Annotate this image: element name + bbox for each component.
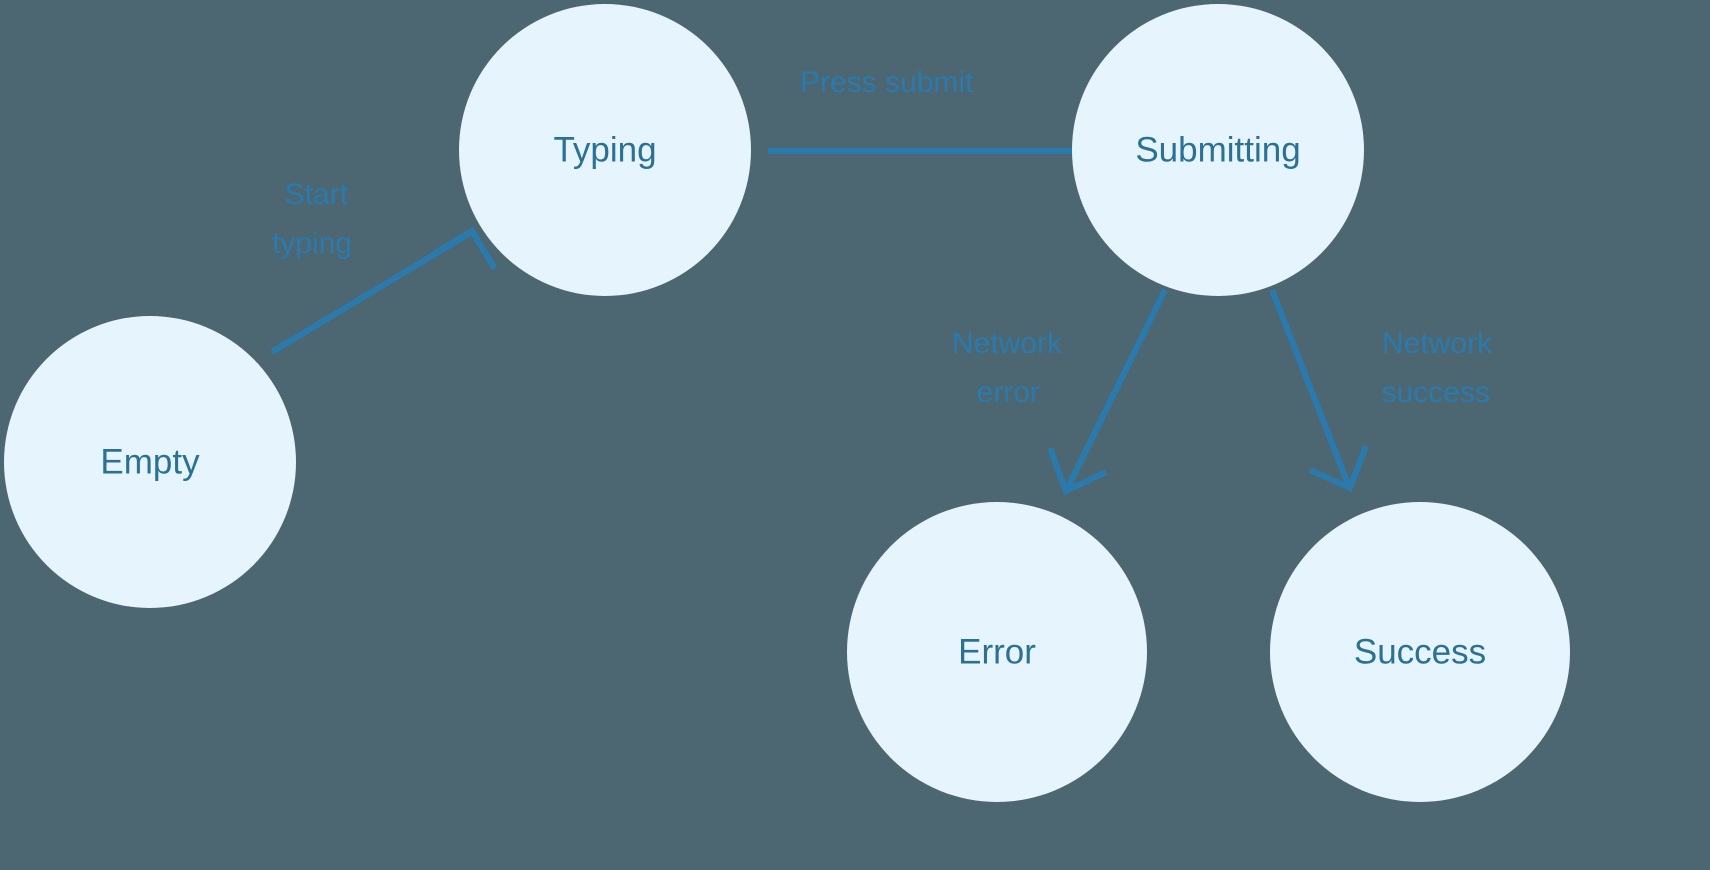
node-empty[interactable]: Empty [4, 316, 296, 608]
node-empty-label: Empty [100, 442, 200, 481]
edge-label-network-error-line-1: Network [952, 327, 1063, 360]
node-typing[interactable]: Typing [459, 4, 751, 296]
edge-submitting-to-success-line [1269, 288, 1351, 486]
edge-submitting-to-success [1269, 288, 1369, 493]
node-success-label: Success [1354, 632, 1486, 671]
node-error-circle[interactable] [847, 502, 1147, 802]
edge-label-network-error: Network error [952, 327, 1063, 409]
edge-label-network-success-line-2: success [1382, 376, 1490, 409]
node-typing-circle[interactable] [459, 4, 751, 296]
node-error-label: Error [958, 632, 1036, 671]
node-submitting-circle[interactable] [1072, 4, 1364, 296]
edge-label-network-success: Network success [1382, 327, 1493, 409]
edge-label-press-submit: Press submit [800, 66, 974, 99]
edge-label-start-typing-line-2: typing [272, 227, 352, 260]
node-success-circle[interactable] [1270, 502, 1570, 802]
edge-submitting-to-error-line [1065, 288, 1168, 489]
node-submitting-label: Submitting [1135, 130, 1300, 169]
edge-label-network-success-line-1: Network [1382, 327, 1493, 360]
node-success[interactable]: Success [1270, 502, 1570, 802]
node-empty-circle[interactable] [4, 316, 296, 608]
edge-label-press-submit-line-1: Press submit [800, 66, 974, 99]
node-submitting[interactable]: Submitting [1072, 4, 1364, 296]
edge-submitting-to-success-arrowhead [1308, 444, 1369, 493]
edge-submitting-to-error [1047, 288, 1168, 496]
edge-empty-to-typing-arrowhead [431, 226, 498, 271]
edge-submitting-to-error-arrowhead [1047, 446, 1108, 496]
node-error[interactable]: Error [847, 502, 1147, 802]
edge-empty-to-typing [270, 226, 498, 355]
node-typing-label: Typing [553, 130, 656, 169]
edge-label-network-error-line-2: error [977, 376, 1040, 409]
edge-label-start-typing-line-1: Start [285, 178, 349, 211]
edge-label-start-typing: Start typing [272, 178, 352, 260]
